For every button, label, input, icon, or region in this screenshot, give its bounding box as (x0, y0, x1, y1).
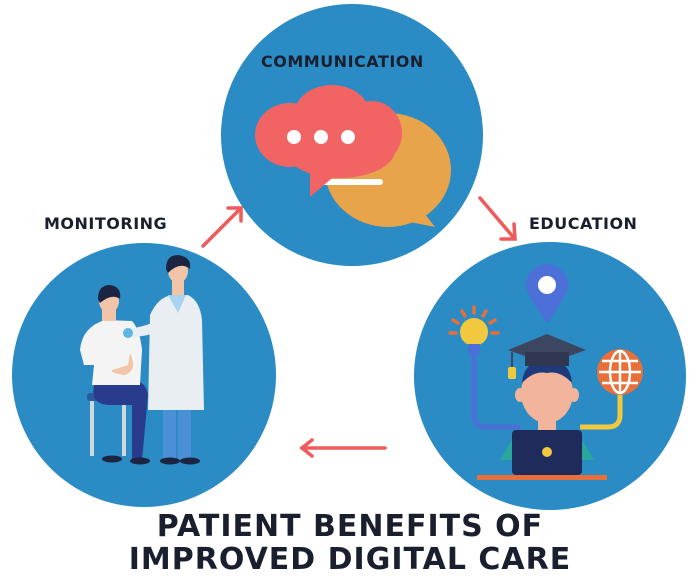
monitoring-label: MONITORING (44, 214, 168, 233)
graduate-laptop-icon (448, 264, 643, 480)
diagram-title-line1: PATIENT BENEFITS OF (156, 509, 544, 544)
speech-bubbles-icon (255, 85, 451, 227)
diagram-title-line2: IMPROVED DIGITAL CARE (128, 542, 572, 577)
doctor-patient-icon (80, 255, 204, 465)
location-pin-icon (526, 264, 568, 323)
education-label: EDUCATION (529, 214, 638, 233)
lightbulb-icon (448, 305, 520, 430)
doctor-figure (123, 255, 204, 465)
globe-icon (580, 349, 643, 430)
communication-label: COMMUNICATION (261, 52, 424, 71)
red-cloud-bubble (255, 85, 402, 197)
student-figure (477, 334, 607, 480)
